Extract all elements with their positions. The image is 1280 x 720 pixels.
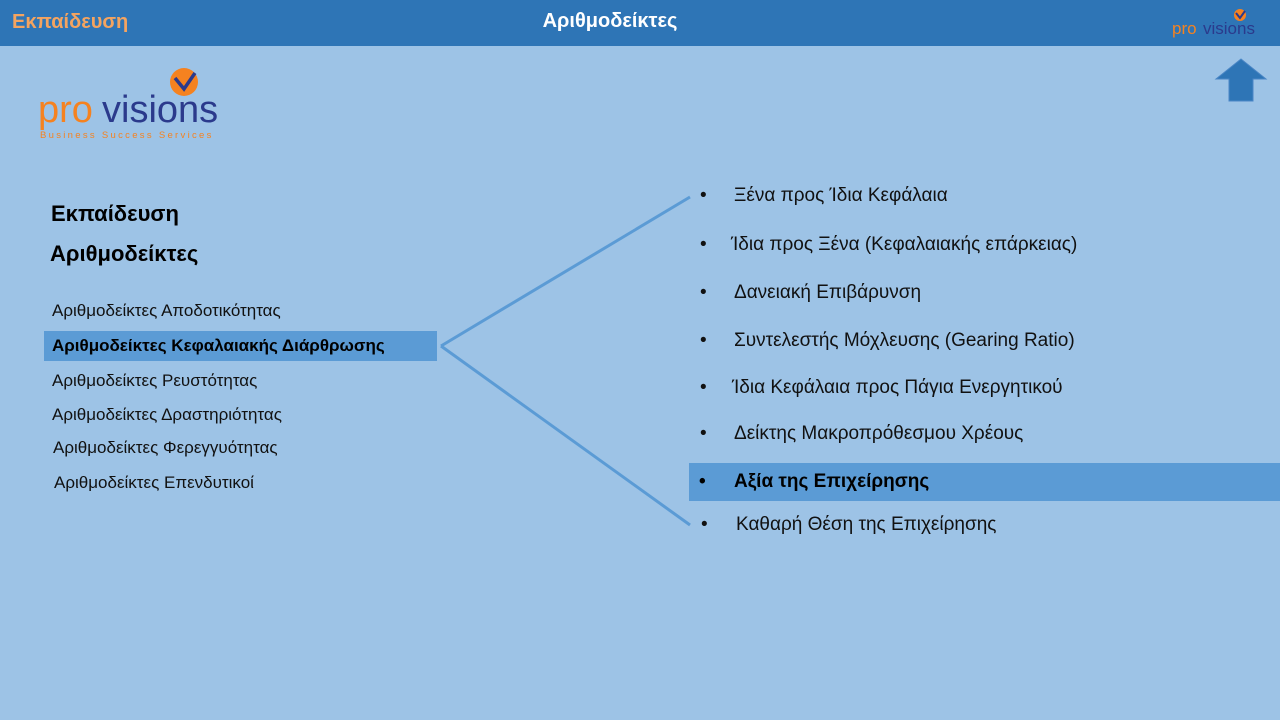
ratio-item-label: Αξία της Επιχείρησης: [734, 471, 930, 492]
ratio-item-label: Ίδια προς Ξένα (Κεφαλαιακής επάρκειας): [731, 234, 1078, 255]
top-logo-visions-text: visions: [1203, 19, 1255, 38]
top-center-title: Αριθμοδείκτες: [542, 10, 678, 32]
bullet-icon: •: [700, 377, 707, 398]
ratio-item-label: Ξένα προς Ίδια Κεφάλαια: [734, 185, 948, 206]
top-left-title[interactable]: Εκπαίδευση: [12, 11, 129, 33]
ratio-item-label: Δανειακή Επιβάρυνση: [734, 282, 922, 303]
ratio-item-equity-to-debt[interactable]: • Ίδια προς Ξένα (Κεφαλαιακής επάρκειας): [700, 234, 1077, 256]
ratio-item-label: Δείκτης Μακροπρόθεσμου Χρέους: [734, 423, 1024, 444]
bullet-icon: •: [700, 330, 707, 351]
ratio-item-label: Καθαρή Θέση της Επιχείρησης: [736, 514, 997, 535]
logo-pro-text: pro: [38, 89, 93, 131]
left-menu-item-investment[interactable]: Αριθμοδείκτες Επενδυτικοί: [54, 473, 254, 492]
ratio-item-enterprise-value[interactable]: • Αξία της Επιχείρησης: [689, 463, 1280, 501]
top-bar: Εκπαίδευση Αριθμοδείκτες pro visions: [0, 0, 1280, 46]
left-menu-item-solvency[interactable]: Αριθμοδείκτες Φερεγγυότητας: [53, 438, 278, 457]
logo-tagline: Business Success Services: [40, 130, 214, 141]
ratio-item-label: Ίδια Κεφάλαια προς Πάγια Ενεργητικού: [732, 377, 1063, 398]
bullet-icon: •: [700, 282, 707, 303]
top-logo-pro-text: pro: [1172, 19, 1197, 38]
ratio-item-loan-burden[interactable]: • Δανειακή Επιβάρυνση: [700, 282, 921, 304]
ratio-item-net-position[interactable]: • Καθαρή Θέση της Επιχείρησης: [701, 514, 996, 536]
ratio-item-label: Συντελεστής Μόχλευσης (Gearing Ratio): [734, 330, 1075, 351]
left-menu-item-capital-structure[interactable]: Αριθμοδείκτες Κεφαλαιακής Διάρθρωσης: [44, 331, 437, 361]
connector-line-bottom: [440, 344, 691, 527]
ratio-item-long-term-debt[interactable]: • Δείκτης Μακροπρόθεσμου Χρέους: [700, 423, 1023, 445]
left-menu-item-activity[interactable]: Αριθμοδείκτες Δραστηριότητας: [52, 405, 282, 424]
bullet-icon: •: [700, 423, 707, 444]
bullet-icon: •: [700, 234, 707, 255]
top-provisions-logo: pro visions: [1172, 9, 1255, 38]
up-arrow-icon[interactable]: [1214, 57, 1268, 103]
connector-line-top: [440, 195, 691, 348]
left-menu-item-profitability[interactable]: Αριθμοδείκτες Αποδοτικότητας: [52, 301, 281, 320]
heading-ratios: Αριθμοδείκτες: [50, 241, 199, 266]
ratio-item-debt-to-equity[interactable]: • Ξένα προς Ίδια Κεφάλαια: [700, 185, 948, 207]
provisions-logo: pro visions Business Success Services: [38, 68, 218, 141]
logo-visions-text: visions: [102, 89, 218, 131]
ratio-item-equity-to-fixed-assets[interactable]: • Ίδια Κεφάλαια προς Πάγια Ενεργητικού: [700, 377, 1063, 399]
heading-education: Εκπαίδευση: [51, 201, 179, 226]
left-menu-item-liquidity[interactable]: Αριθμοδείκτες Ρευστότητας: [52, 371, 258, 390]
ratio-item-gearing-ratio[interactable]: • Συντελεστής Μόχλευσης (Gearing Ratio): [700, 330, 1075, 352]
bullet-icon: •: [699, 471, 706, 492]
bullet-icon: •: [701, 514, 708, 535]
bullet-icon: •: [700, 185, 707, 206]
